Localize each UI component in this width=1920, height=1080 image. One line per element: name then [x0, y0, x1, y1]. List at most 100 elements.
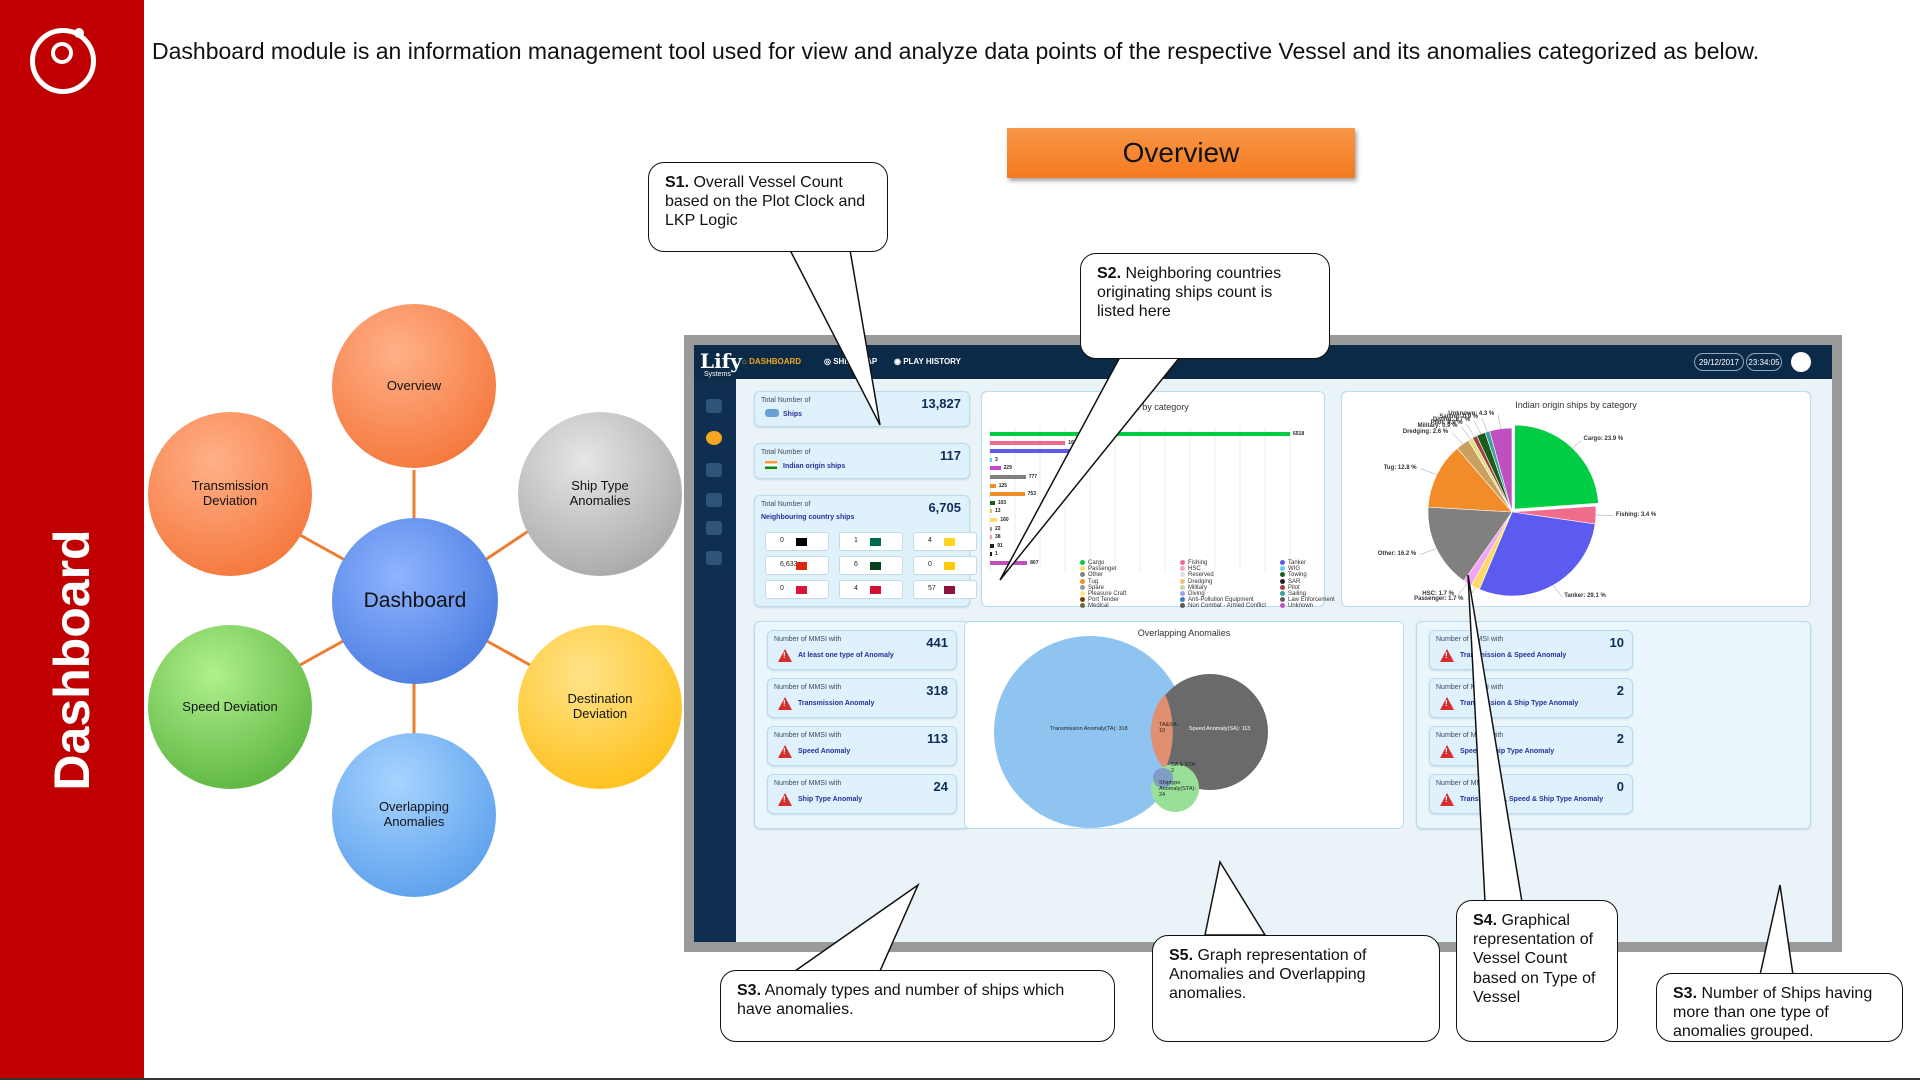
legend-label: HSC: [1188, 566, 1201, 573]
chart-title: Indian origin ships by category: [1515, 400, 1637, 410]
globe-icon[interactable]: [706, 493, 722, 507]
pie-label: Sailing: 0.9 %: [1439, 414, 1479, 421]
pie-leader-line: [1451, 432, 1463, 445]
country-count: 0: [780, 537, 784, 544]
legend-swatch: [1080, 584, 1085, 590]
legend-label: Law Enforcement: [1288, 597, 1335, 604]
menu-icon[interactable]: [706, 399, 722, 413]
pie-label: Diving: 1.7 %: [1432, 416, 1471, 423]
anomaly-card-label: Number of MMSI with: [1436, 684, 1504, 691]
overview-button[interactable]: Overview: [1007, 128, 1355, 178]
legend-label: Tanker: [1288, 560, 1307, 567]
bar-label: 22: [995, 525, 1001, 532]
legend-item: Towing: [1280, 572, 1307, 578]
callout-s4: S4. Graphical representation of Vessel C…: [1456, 900, 1618, 1042]
legend-swatch: [1280, 597, 1285, 603]
pie-label: Tug: 12.8 %: [1383, 464, 1417, 471]
country-cell: 1: [839, 532, 903, 551]
venn-label-sa: Speed Anomaly(SA): 113: [1189, 726, 1251, 732]
pie-chart: [1420, 414, 1614, 601]
alert-icon[interactable]: [706, 551, 722, 565]
legend-swatch: [1180, 572, 1185, 578]
anomaly-card-label: Number of MMSI with: [1436, 636, 1504, 643]
legend-item: Fishing: [1180, 560, 1207, 566]
legend-label: Tug: [1088, 578, 1099, 585]
bar: [990, 526, 992, 531]
legend-swatch: [1280, 584, 1285, 590]
legend-swatch: [1180, 566, 1185, 572]
anomaly-card-title: Transmission Anomaly: [798, 700, 875, 707]
anomaly-card-value: 24: [933, 779, 948, 794]
country-cell: 6: [839, 556, 903, 575]
anomalies-left-group: Number of MMSI withAt least one type of …: [754, 621, 970, 829]
bar: [990, 500, 995, 505]
legend-item: Other: [1080, 572, 1103, 578]
legend-item: Reserved: [1180, 572, 1214, 578]
pie-slice: [1489, 427, 1513, 513]
bhutan-flag-icon: [944, 538, 955, 546]
legend-swatch: [1280, 572, 1285, 578]
legend-item: Anti-Pollution Equipment: [1180, 597, 1254, 603]
pie-slice: [1514, 424, 1599, 510]
card-label: Total Number of: [761, 397, 811, 404]
bar-label: 160: [1000, 517, 1009, 523]
bar: [990, 449, 1082, 454]
legend-item: Tanker: [1280, 560, 1306, 566]
diagram-node-ship-type: Ship Type Anomalies: [518, 412, 682, 576]
venn-label-sta: Shiptype Anomaly(STA): 24: [1159, 780, 1196, 798]
callout-s3-left: S3. Anomaly types and number of ships wh…: [720, 970, 1115, 1042]
callout-s3-right: S3. Number of Ships having more than one…: [1656, 973, 1903, 1042]
diagram-node-overlapping: Overlapping Anomalies: [332, 733, 496, 897]
legend-swatch: [1080, 566, 1085, 572]
pie-leader-line: [1457, 583, 1468, 596]
legend-item: Tug: [1080, 578, 1099, 585]
bar-label: 6518: [1293, 431, 1305, 437]
bar: [990, 543, 995, 548]
venn-sta-overlap: [1153, 768, 1173, 788]
legend-item: Pleasure Craft: [1080, 591, 1126, 597]
legend-swatch: [1080, 578, 1085, 584]
warning-icon: [1440, 793, 1454, 806]
legend-label: Other: [1088, 572, 1104, 579]
pie-label: Tanker: 29.1 %: [1564, 593, 1606, 600]
bar-label: 753: [1027, 491, 1036, 498]
country-cell: 4: [913, 532, 977, 551]
chart-icon[interactable]: [706, 463, 722, 477]
warning-icon: [778, 793, 792, 806]
warning-icon: [778, 745, 792, 758]
dashboard-pie-icon[interactable]: [706, 431, 722, 445]
pie-label: Dredging: 2.6 %: [1402, 428, 1449, 435]
legend-swatch: [1080, 591, 1085, 596]
pie-label: Military: 0.9 %: [1417, 422, 1458, 429]
user-avatar-icon[interactable]: [1791, 352, 1811, 372]
nav-play-history[interactable]: ◉ PLAY HISTORY: [894, 357, 961, 366]
legend-label: Diving: [1188, 591, 1205, 598]
diagram-node-speed: Speed Deviation: [148, 625, 312, 789]
legend-label: Anti-Pollution Equipment: [1188, 597, 1254, 604]
bar: [990, 466, 1001, 471]
legend-item: Passenger: [1080, 566, 1117, 572]
overlapping-anomalies-panel: Overlapping Anomalies Transmission Anoma…: [964, 621, 1404, 829]
country-count: 4: [928, 537, 932, 544]
anomaly-card-label: Number of MMSI with: [774, 636, 842, 643]
venn-ta-circle: [994, 636, 1186, 828]
anomaly-card: Number of MMSI withTransmission & Speed …: [1429, 630, 1633, 670]
nav-dashboard[interactable]: ⌂ DASHBOARD: [742, 357, 802, 366]
time-display: 23:34:05: [1746, 353, 1782, 371]
legend-item: HSC: [1180, 566, 1201, 572]
company-logo-icon: [30, 28, 96, 94]
nav-ships-map[interactable]: ◎ SHIPS MAP: [824, 357, 878, 366]
anomaly-card-title: Speed & Ship Type Anomaly: [1460, 748, 1555, 755]
callout-s2: S2. Neighboring countries originating sh…: [1080, 253, 1330, 359]
legend-label: Dredging: [1188, 578, 1213, 585]
legend-item: Spare: [1080, 584, 1104, 591]
legend-label: Non Combat - Armed Conflict: [1188, 603, 1267, 610]
legend-label: Port Tender: [1088, 597, 1119, 604]
warning-icon: [1440, 745, 1454, 758]
signal-icon[interactable]: [706, 521, 722, 535]
bar-label: 229: [1003, 465, 1012, 472]
bangladesh-flag-icon: [870, 538, 881, 546]
total-ships-card: Total Number of Ships 13,827: [754, 391, 970, 427]
